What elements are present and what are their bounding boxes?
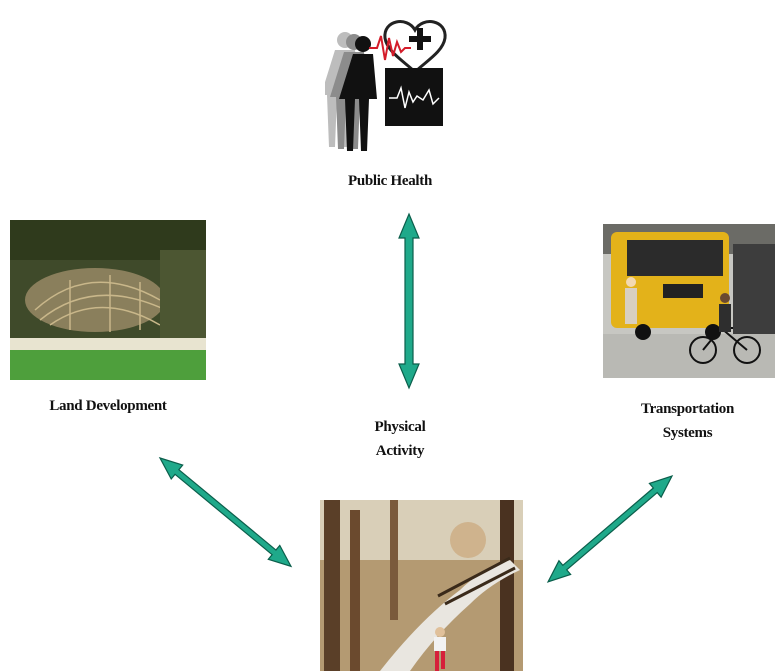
- transportation-activity-arrow: [546, 474, 674, 583]
- bus-bicycle-street-photo: [603, 224, 775, 378]
- land-development-activity-arrow: [158, 456, 293, 568]
- public-health-label: Public Health: [347, 173, 433, 189]
- public-health-activity-arrow: [398, 212, 420, 390]
- land-development-label: Land Development: [49, 398, 167, 414]
- transportation-label-line2: Systems: [662, 425, 713, 441]
- public-health-icon: [325, 8, 455, 158]
- aerial-development-photo: [10, 220, 206, 380]
- woodland-boardwalk-jogger-photo: [320, 500, 523, 671]
- transportation-label: Transportation Systems: [600, 397, 775, 445]
- physical-activity-label-line2: Activity: [375, 443, 425, 459]
- physical-activity-label: Physical Activity: [340, 415, 460, 463]
- physical-activity-label-line1: Physical: [374, 419, 426, 435]
- transportation-label-line1: Transportation: [640, 401, 735, 417]
